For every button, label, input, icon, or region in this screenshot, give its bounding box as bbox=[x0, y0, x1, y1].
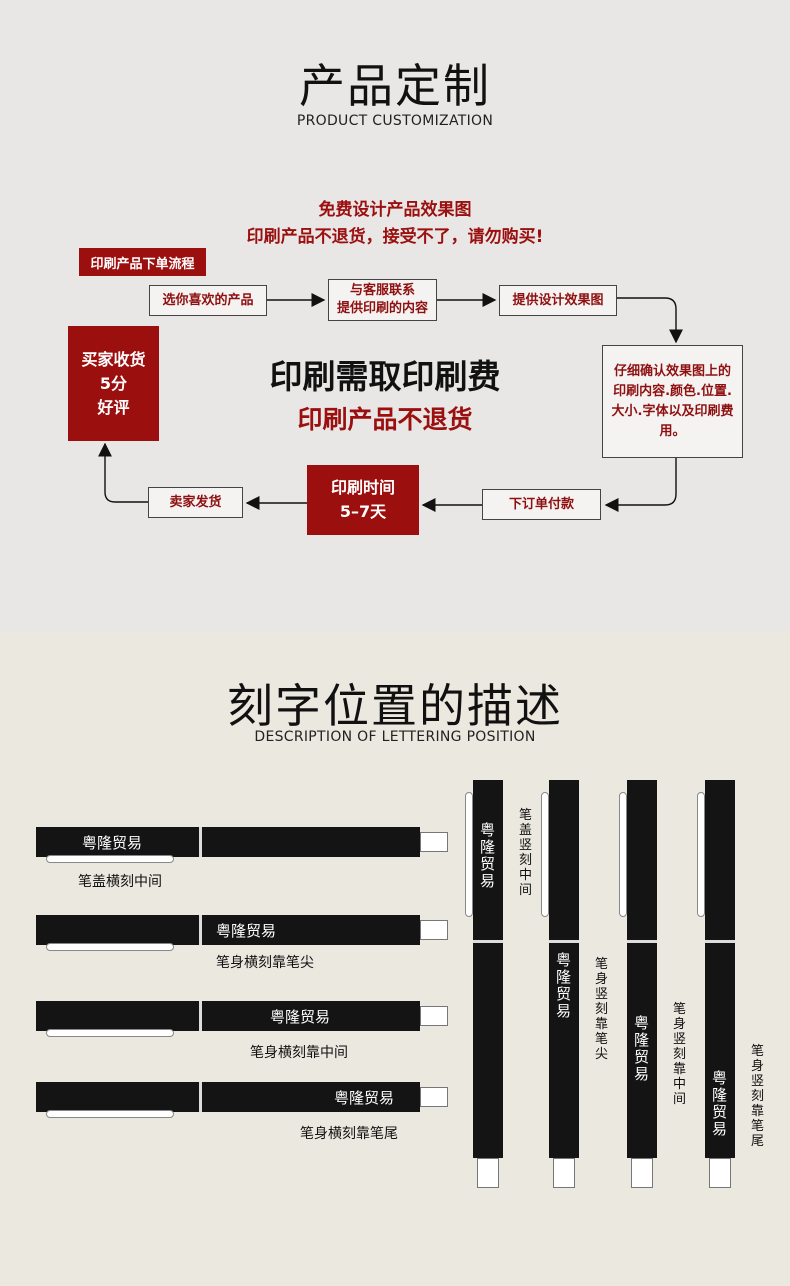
pen-cap-band bbox=[199, 827, 202, 857]
engraving-text: 粤隆贸易 bbox=[634, 1014, 650, 1083]
pen-cap-band bbox=[473, 940, 503, 943]
notice-line-1: 免费设计产品效果图 bbox=[318, 200, 472, 220]
step-contact-line-1: 与客服联系 bbox=[349, 283, 415, 298]
pen-clip bbox=[697, 792, 705, 917]
pen-body bbox=[473, 780, 503, 1158]
step-seller-ships: 卖家发货 bbox=[148, 487, 243, 518]
engraving-text: 粤隆贸易 bbox=[712, 1069, 728, 1138]
pen-body bbox=[36, 1082, 420, 1112]
pen-horizontal-cap-center: 粤隆贸易 bbox=[36, 827, 450, 863]
pen-tip bbox=[553, 1158, 575, 1188]
pen-tip bbox=[420, 1006, 448, 1026]
pen-body bbox=[36, 1001, 420, 1031]
section-title: 刻字位置的描述 bbox=[227, 679, 563, 733]
pen-body bbox=[705, 780, 735, 1158]
horizontal-label-1: 笔盖横刻中间 bbox=[78, 874, 162, 890]
pen-tip bbox=[631, 1158, 653, 1188]
step-confirm-preview: 仔细确认效果图上的印刷内容.颜色.位置.大小.字体以及印刷费用。 bbox=[602, 345, 743, 458]
pen-clip bbox=[465, 792, 473, 917]
pen-horizontal-body-end: 粤隆贸易 bbox=[36, 1082, 450, 1118]
no-return-notice: 印刷产品不退货 bbox=[297, 405, 473, 434]
lettering-position-section: 刻字位置的描述 DESCRIPTION OF LETTERING POSITIO… bbox=[0, 632, 790, 1286]
pen-clip bbox=[46, 855, 174, 863]
arrow-confirm-pay bbox=[604, 458, 677, 512]
product-customization-section: 产品定制 PRODUCT CUSTOMIZATION 免费设计产品效果图 印刷产… bbox=[0, 0, 790, 632]
arrow-ship-receive bbox=[98, 442, 148, 503]
vertical-label-3: 笔身竖刻靠中间 bbox=[673, 1002, 687, 1107]
step-contact-line-2: 提供印刷的内容 bbox=[336, 301, 428, 316]
flow-tag: 印刷产品下单流程 bbox=[79, 248, 206, 276]
pen-clip bbox=[541, 792, 549, 917]
vertical-label-1: 笔盖竖刻中间 bbox=[519, 808, 533, 898]
pen-clip bbox=[46, 1110, 174, 1118]
notice-line-2: 印刷产品不退货，接受不了，请勿购买! bbox=[246, 227, 544, 247]
pen-vertical-body-tip: 粤隆贸易 bbox=[541, 780, 579, 1188]
pen-horizontal-body-tip: 粤隆贸易 bbox=[36, 915, 450, 951]
pen-clip bbox=[46, 1029, 174, 1037]
step-place-order: 下订单付款 bbox=[482, 489, 601, 520]
horizontal-label-3: 笔身横刻靠中间 bbox=[250, 1045, 348, 1061]
print-time-days: 5–7天 bbox=[339, 502, 387, 521]
horizontal-label-4: 笔身横刻靠笔尾 bbox=[300, 1126, 398, 1142]
step-choose-product: 选你喜欢的产品 bbox=[149, 285, 267, 316]
pen-horizontal-body-middle: 粤隆贸易 bbox=[36, 1001, 450, 1037]
pen-cap-band bbox=[705, 940, 735, 943]
engraving-text: 粤隆贸易 bbox=[480, 821, 496, 890]
pen-cap-band bbox=[627, 940, 657, 943]
pen-tip bbox=[709, 1158, 731, 1188]
engraving-text: 粤隆贸易 bbox=[82, 834, 143, 852]
step-print-time: 印刷时间 5–7天 bbox=[307, 465, 419, 535]
pen-body bbox=[549, 780, 579, 1158]
receive-line-2: 5分 bbox=[99, 373, 128, 393]
engraving-text: 粤隆贸易 bbox=[334, 1089, 395, 1107]
pen-cap-band bbox=[549, 940, 579, 943]
pen-vertical-body-end: 粤隆贸易 bbox=[697, 780, 735, 1188]
pen-tip bbox=[420, 832, 448, 852]
pen-tip bbox=[420, 1087, 448, 1107]
section-title: 产品定制 bbox=[299, 59, 491, 113]
pen-body bbox=[36, 915, 420, 945]
pen-cap-band bbox=[199, 1082, 202, 1112]
section-subtitle: DESCRIPTION OF LETTERING POSITION bbox=[254, 729, 536, 745]
engraving-text: 粤隆贸易 bbox=[556, 951, 572, 1020]
horizontal-label-2: 笔身横刻靠笔尖 bbox=[216, 955, 314, 971]
step-contact-service: 与客服联系 提供印刷的内容 bbox=[328, 279, 437, 321]
print-fee-notice: 印刷需取印刷费 bbox=[269, 357, 501, 396]
receive-line-3: 好评 bbox=[97, 397, 130, 417]
step-design-preview: 提供设计效果图 bbox=[499, 285, 617, 316]
engraving-text: 粤隆贸易 bbox=[216, 922, 277, 940]
pen-vertical-body-middle: 粤隆贸易 bbox=[619, 780, 657, 1188]
pen-tip bbox=[420, 920, 448, 940]
print-time-label: 印刷时间 bbox=[330, 478, 395, 497]
pen-tip bbox=[477, 1158, 499, 1188]
vertical-label-2: 笔身竖刻靠笔尖 bbox=[595, 957, 609, 1062]
section-subtitle: PRODUCT CUSTOMIZATION bbox=[296, 113, 494, 129]
engraving-text: 粤隆贸易 bbox=[270, 1008, 331, 1026]
pen-cap-band bbox=[199, 915, 202, 945]
pen-clip bbox=[46, 943, 174, 951]
step-buyer-receives: 买家收货 5分 好评 bbox=[68, 326, 159, 441]
flow-arrows bbox=[98, 293, 683, 512]
vertical-label-4: 笔身竖刻靠笔尾 bbox=[751, 1044, 765, 1149]
pen-body bbox=[627, 780, 657, 1158]
pen-clip bbox=[619, 792, 627, 917]
pen-body bbox=[36, 827, 420, 857]
pen-vertical-cap-center: 粤隆贸易 bbox=[465, 780, 503, 1188]
receive-line-1: 买家收货 bbox=[81, 349, 146, 369]
pen-cap-band bbox=[199, 1001, 202, 1031]
arrow-design-confirm bbox=[617, 297, 683, 344]
